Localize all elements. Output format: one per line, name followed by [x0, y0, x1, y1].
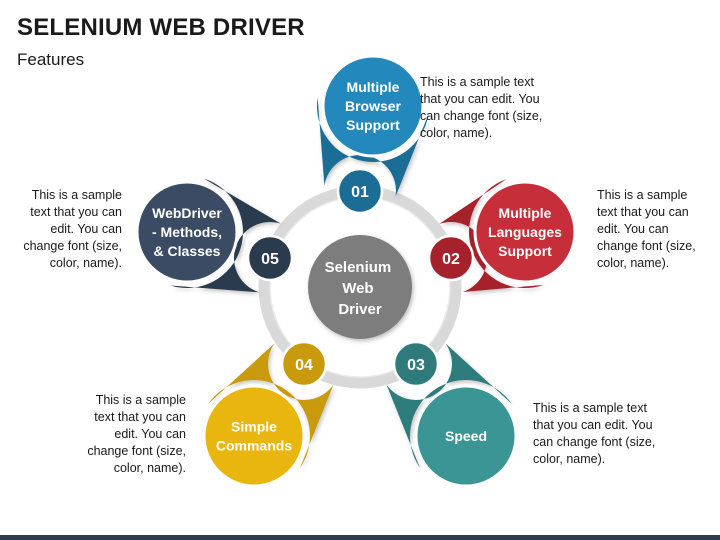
- feature-title-line: Speed: [445, 428, 487, 444]
- center-circle: [308, 235, 412, 339]
- feature-number-badge: [427, 234, 475, 282]
- feature-title-line: Multiple: [347, 79, 400, 95]
- feature-capsule-03: Speed 03: [386, 340, 518, 488]
- bottom-bar: [0, 535, 720, 540]
- feature-title-line: Commands: [216, 438, 292, 454]
- feature-01-description: This is a sample text that you can edit.…: [420, 75, 543, 140]
- feature-title-line: Support: [346, 117, 400, 133]
- capsule-head: [321, 54, 425, 158]
- capsule-head: [473, 180, 577, 284]
- feature-number: 04: [295, 357, 313, 374]
- page-subtitle: Features: [17, 50, 85, 69]
- feature-capsule-05: WebDriver - Methods, & Classes 05: [135, 178, 294, 293]
- feature-title-line: Simple: [231, 419, 277, 435]
- feature-number: 02: [442, 251, 460, 268]
- feature-title-line: - Methods,: [152, 224, 222, 240]
- capsule-head: [202, 384, 306, 488]
- feature-05-description: This is a sample text that you can edit.…: [23, 188, 122, 270]
- capsule-head: [414, 384, 518, 488]
- center-label-line: Selenium: [325, 259, 392, 276]
- feature-number: 05: [261, 251, 279, 268]
- feature-03-description: This is a sample text that you can edit.…: [533, 401, 656, 466]
- feature-title-line: & Classes: [154, 243, 221, 259]
- page-title: SELENIUM WEB DRIVER: [17, 14, 305, 41]
- capsule-body: [386, 343, 512, 468]
- feature-title-line: Languages: [488, 224, 562, 240]
- center-label-line: Web: [342, 280, 373, 297]
- feature-05-title: WebDriver - Methods, & Classes: [152, 205, 222, 259]
- feature-number-badge: [280, 340, 328, 388]
- capsule-body: [317, 97, 429, 197]
- feature-03-title: Speed: [445, 428, 487, 444]
- feature-number: 01: [351, 184, 369, 201]
- feature-number-badge: [246, 234, 294, 282]
- feature-04-description: This is a sample text that you can edit.…: [87, 393, 186, 475]
- feature-title-line: Browser: [345, 98, 402, 114]
- feature-title-line: Multiple: [499, 205, 552, 221]
- feature-title-line: WebDriver: [152, 205, 222, 221]
- center-node: Selenium Web Driver: [308, 235, 412, 339]
- capsule-head: [135, 180, 239, 284]
- capsule-body: [208, 343, 334, 468]
- feature-number-badge: [392, 340, 440, 388]
- center-label-line: Driver: [338, 301, 382, 318]
- feature-title-line: Support: [498, 243, 552, 259]
- capsule-body: [439, 179, 544, 292]
- feature-number-badge: [336, 167, 384, 215]
- feature-number: 03: [407, 357, 425, 374]
- center-label: Selenium Web Driver: [325, 259, 396, 318]
- feature-02-description: This is a sample text that you can edit.…: [597, 188, 696, 270]
